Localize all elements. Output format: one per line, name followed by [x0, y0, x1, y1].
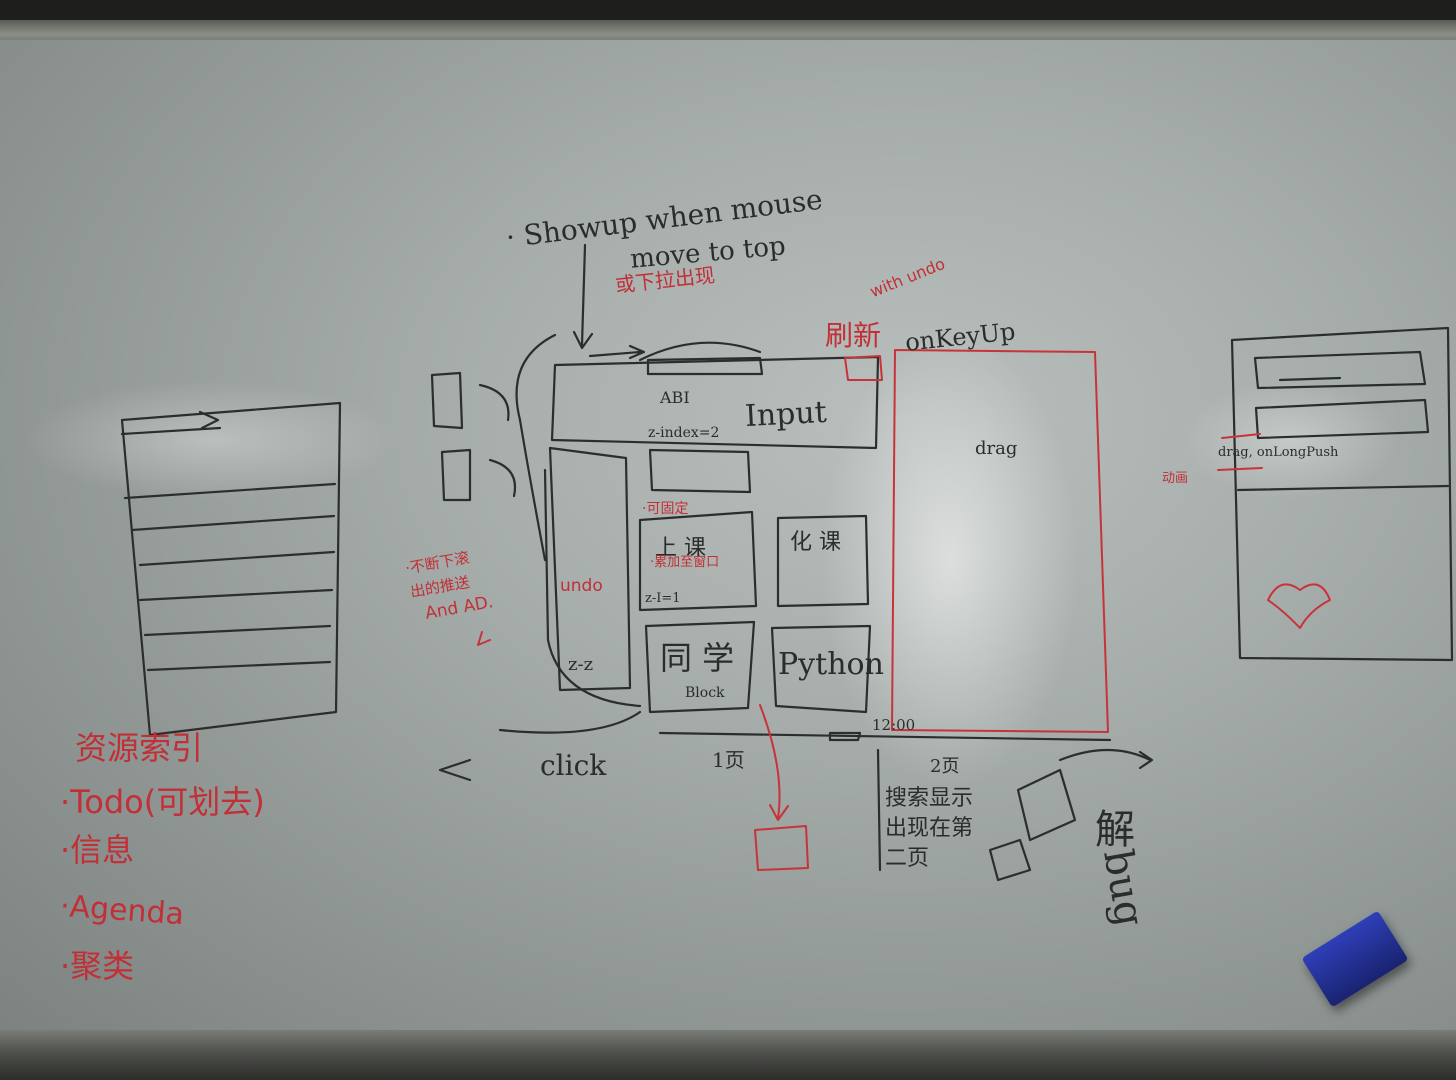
whiteboard-surface	[0, 40, 1456, 1040]
light-glare-center	[820, 330, 1080, 790]
note-time: 12:00	[872, 716, 916, 734]
note-zz: z-z	[568, 654, 594, 675]
note-abi: ABI	[660, 388, 690, 407]
note-solve: 解	[1095, 807, 1135, 853]
resource-item-info: ·信息	[60, 831, 135, 869]
resource-item-cluster: ·聚类	[60, 947, 135, 985]
resource-index-title: 资源索引	[75, 729, 204, 767]
note-undo: undo	[560, 576, 603, 596]
block-a-title: 上 课	[655, 536, 706, 561]
note-refresh: 刷新	[825, 319, 882, 352]
note-drag-onlongpush: drag, onLongPush	[1218, 445, 1339, 460]
right-red-panel	[477, 349, 1109, 871]
note-zindex-2: z-index=2	[648, 425, 720, 441]
resource-item-todo: ·Todo(可划去)	[60, 783, 265, 821]
note-one-page: 1页	[712, 748, 745, 772]
block-d-title: Python	[778, 647, 884, 682]
note-click: click	[540, 749, 607, 782]
note-zindex-1: z-I=1	[645, 591, 681, 606]
note-drag: drag	[975, 438, 1018, 459]
left-panel-sketch	[120, 401, 342, 737]
block-a-sub: ·累加至窗口	[650, 555, 720, 570]
main-layout-sketch	[430, 243, 1112, 872]
block-a-note: ·可固定	[642, 501, 689, 517]
note-two-page: 2页	[930, 756, 960, 777]
note-input: Input	[744, 394, 828, 435]
whiteboard-bottom-frame	[0, 1030, 1456, 1080]
note-right-line3: 二页	[885, 846, 930, 871]
note-right-line2: 出现在第	[885, 816, 974, 841]
note-right-red: 动画	[1162, 471, 1189, 486]
note-right-line1: 搜索显示	[885, 786, 974, 811]
light-glare-left	[20, 380, 400, 500]
bug-doodle	[988, 748, 1154, 882]
block-c-title: 同 学	[660, 639, 735, 677]
phone-sketch	[1217, 326, 1454, 662]
light-glare-right	[1180, 380, 1400, 500]
resource-item-agenda: ·Agenda	[58, 888, 186, 933]
block-label: Block	[685, 685, 725, 701]
block-b-title: 化 课	[790, 530, 841, 555]
